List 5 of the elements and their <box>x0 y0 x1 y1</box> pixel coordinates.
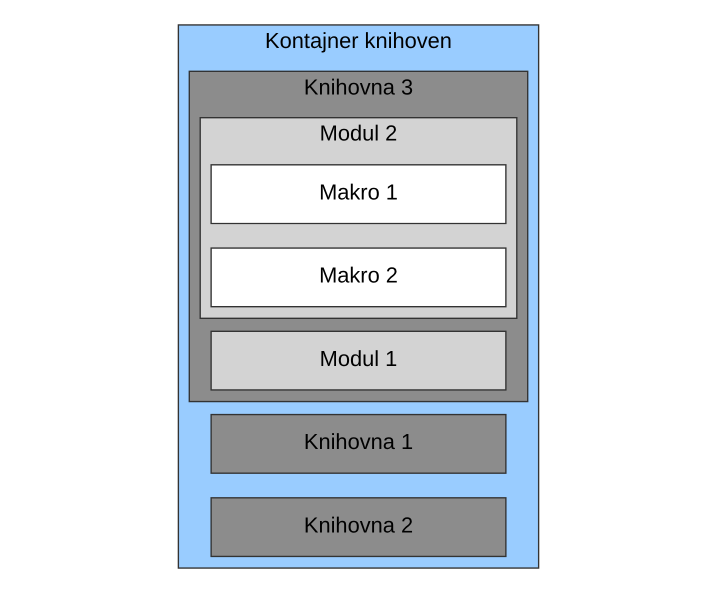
node-box: Knihovna 1 <box>210 414 507 474</box>
node-box: Makro 2 <box>210 247 507 308</box>
node-box: Modul 1 <box>210 330 507 391</box>
node-box: Makro 1 <box>210 164 507 224</box>
node-box: Knihovna 2 <box>210 497 507 558</box>
